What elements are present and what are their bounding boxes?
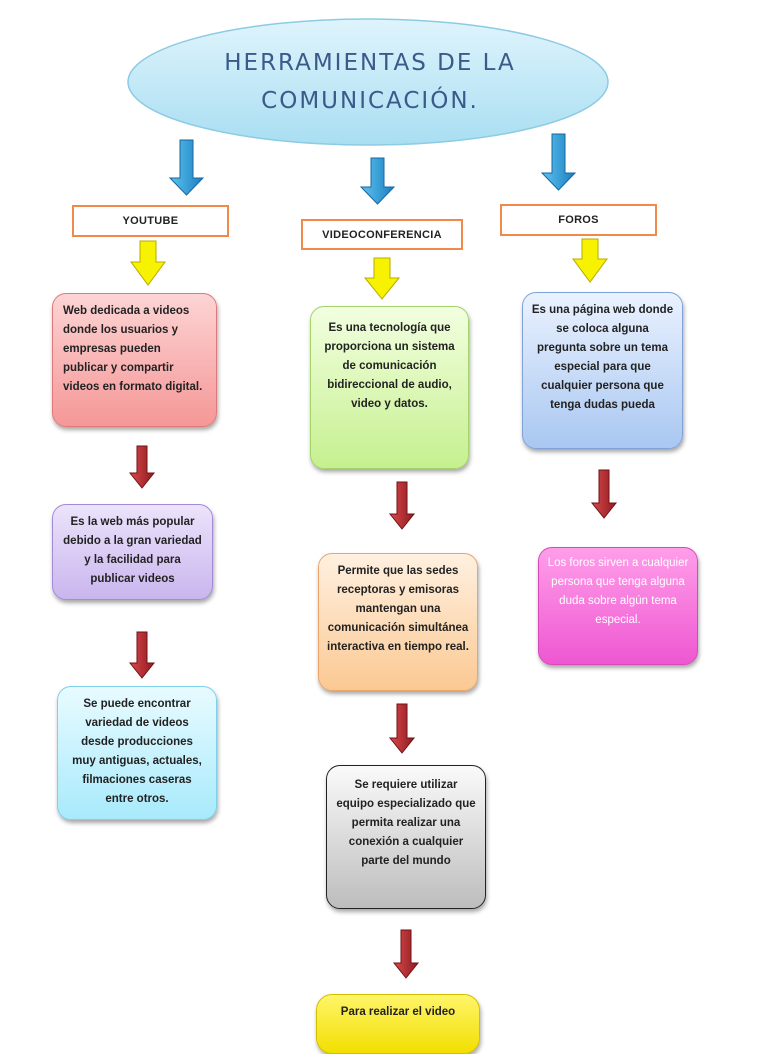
header-videoconferencia: VIDEOCONFERENCIA xyxy=(301,219,463,250)
node-video-interactive: Permite que las sedes receptoras y emiso… xyxy=(318,553,478,691)
node-video-definition: Es una tecnología que proporciona un sis… xyxy=(310,306,469,469)
red-arrow-video-1 xyxy=(388,481,416,530)
node-foros-purpose: Los foros sirven a cualquier persona que… xyxy=(538,547,698,665)
yellow-arrow-videoconferencia xyxy=(363,257,401,300)
node-youtube-definition: Web dedicada a videos donde los usuarios… xyxy=(52,293,217,427)
node-foros-definition: Es una página web donde se coloca alguna… xyxy=(522,292,683,449)
title-line-2: COMUNICACIÓN. xyxy=(261,88,479,114)
red-arrow-youtube-1 xyxy=(128,445,156,489)
diagram-canvas xyxy=(127,18,618,979)
red-arrow-video-2 xyxy=(388,703,416,754)
node-youtube-variety: Se puede encontrar variedad de videos de… xyxy=(57,686,217,820)
blue-arrow-videoconferencia xyxy=(359,157,396,205)
red-arrow-video-3 xyxy=(392,929,420,979)
header-foros: FOROS xyxy=(500,204,657,236)
node-youtube-popularity: Es la web más popular debido a la gran v… xyxy=(52,504,213,600)
blue-arrow-foros xyxy=(540,133,577,191)
diagram-title: HERRAMIENTAS DE LA COMUNICACIÓN. xyxy=(150,44,590,120)
node-video-equipment: Se requiere utilizar equipo especializad… xyxy=(326,765,486,909)
yellow-arrow-youtube xyxy=(130,240,166,286)
node-video-purpose: Para realizar el video xyxy=(316,994,480,1054)
title-line-1: HERRAMIENTAS DE LA xyxy=(224,50,516,76)
title-ellipse xyxy=(127,18,609,146)
yellow-arrow-foros xyxy=(572,238,608,283)
red-arrow-foros-1 xyxy=(590,469,618,519)
header-youtube: YOUTUBE xyxy=(72,205,229,237)
red-arrow-youtube-2 xyxy=(128,631,156,679)
blue-arrow-youtube xyxy=(168,139,205,196)
